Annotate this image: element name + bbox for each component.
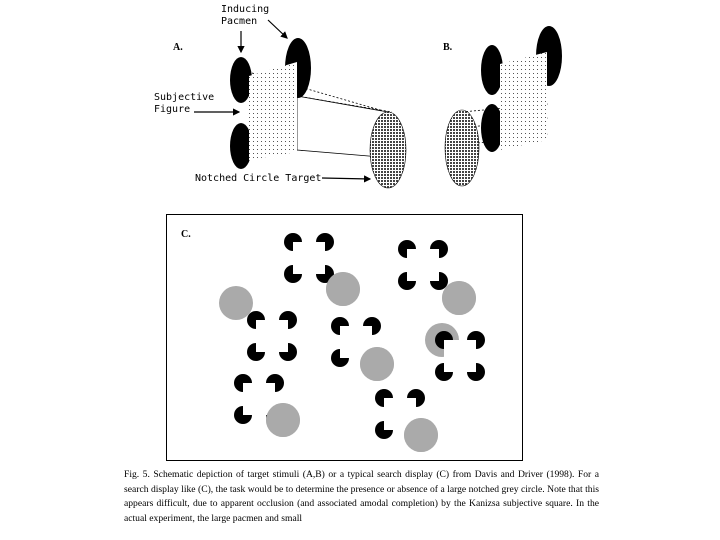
subjective-square-b: [500, 52, 547, 150]
notched-circle-target-label: Notched Circle Target: [195, 173, 322, 184]
arrow-inducing-right: [267, 19, 288, 39]
search-display-panel: C.: [166, 214, 523, 461]
search-display: [219, 233, 485, 452]
panel-b-diagram: [444, 26, 562, 187]
notched-circle-target-a: [369, 111, 407, 189]
inducing-pacmen-label: Inducing Pacmen: [221, 4, 270, 27]
panel-b-label: B.: [443, 42, 453, 53]
grey-circle: [266, 403, 300, 437]
pacman-top-left: [230, 57, 252, 103]
grey-circle: [326, 272, 360, 306]
arrow-notched-target: [321, 175, 372, 183]
overlapping-grey-circles: [266, 272, 476, 452]
kanizsa-square: [247, 311, 297, 361]
schematic-figure-ab: [194, 19, 562, 189]
notched-circle-target-b: [444, 109, 480, 187]
kanizsa-square: [284, 233, 334, 283]
kanizsa-square: [398, 240, 448, 290]
grey-circle: [442, 281, 476, 315]
panel-c-label: C.: [181, 229, 191, 240]
grey-circle: [219, 286, 253, 320]
subjective-figure-label: Subjective Figure: [154, 92, 215, 115]
panel-a-label: A.: [173, 42, 183, 53]
pacman-b-top-left: [481, 45, 503, 95]
pacman-b-bottom-left: [481, 104, 503, 152]
subjective-square-a: [249, 62, 297, 160]
pacman-bottom-left: [230, 123, 252, 169]
grey-circle: [404, 418, 438, 452]
grey-circle: [360, 347, 394, 381]
figure-caption: Fig. 5. Schematic depiction of target st…: [124, 469, 599, 524]
panel-a-diagram: [194, 19, 407, 189]
